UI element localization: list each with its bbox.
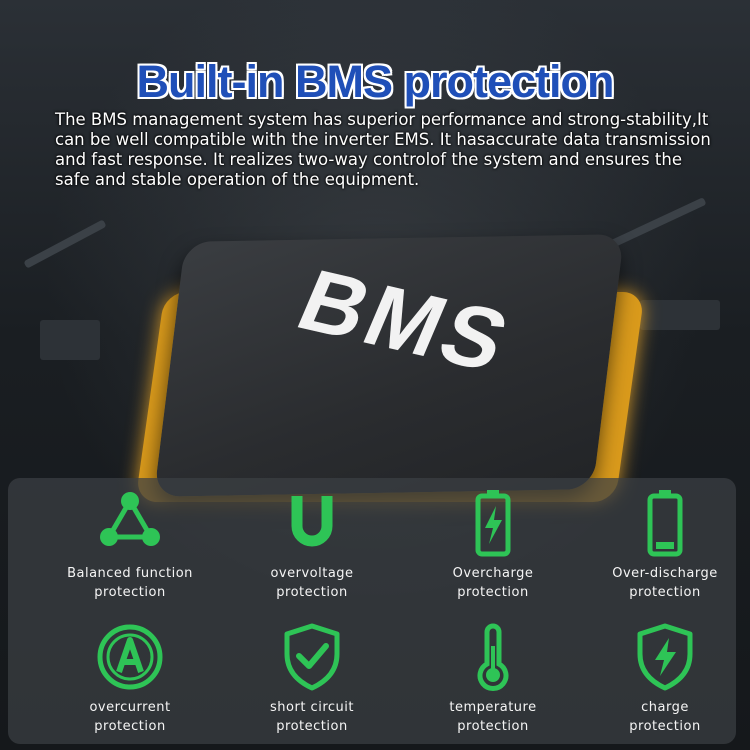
feature-label: overcurrent protection: [89, 700, 171, 734]
u-magnet-icon: [291, 496, 333, 547]
feature-label: Balanced function protection: [67, 566, 193, 600]
feature-overvoltage: overvoltage protection: [222, 488, 402, 602]
feature-short-circuit: short circuit protection: [222, 622, 402, 736]
feature-charge: charge protection: [575, 622, 750, 736]
feature-label: overvoltage protection: [270, 566, 354, 600]
balance-triangle-icon: [100, 492, 160, 546]
battery-empty-icon: [647, 490, 683, 557]
feature-over-discharge: Over-discharge protection: [575, 488, 750, 602]
feature-overcurrent: overcurrent protection: [40, 622, 220, 736]
circuit-trace: [640, 300, 720, 330]
feature-label: short circuit protection: [270, 700, 354, 734]
thermometer-icon: [477, 623, 509, 692]
description-text: The BMS management system has superior p…: [55, 110, 711, 189]
shield-check-icon: [284, 623, 340, 691]
circuit-trace: [40, 320, 100, 360]
battery-bolt-icon: [475, 490, 511, 557]
feature-balanced-function: Balanced function protection: [40, 488, 220, 602]
feature-label: Overcharge protection: [452, 566, 534, 600]
feature-label: charge protection: [629, 700, 701, 734]
shield-bolt-icon: [637, 623, 693, 691]
feature-label: temperature protection: [449, 700, 537, 734]
feature-overcharge: Overcharge protection: [403, 488, 583, 602]
page-title: Built-in BMS protection: [136, 56, 615, 107]
ampere-circle-icon: [97, 624, 163, 690]
features-panel: [8, 478, 736, 744]
feature-temperature: temperature protection: [403, 622, 583, 736]
feature-label: Over-discharge protection: [612, 566, 718, 600]
